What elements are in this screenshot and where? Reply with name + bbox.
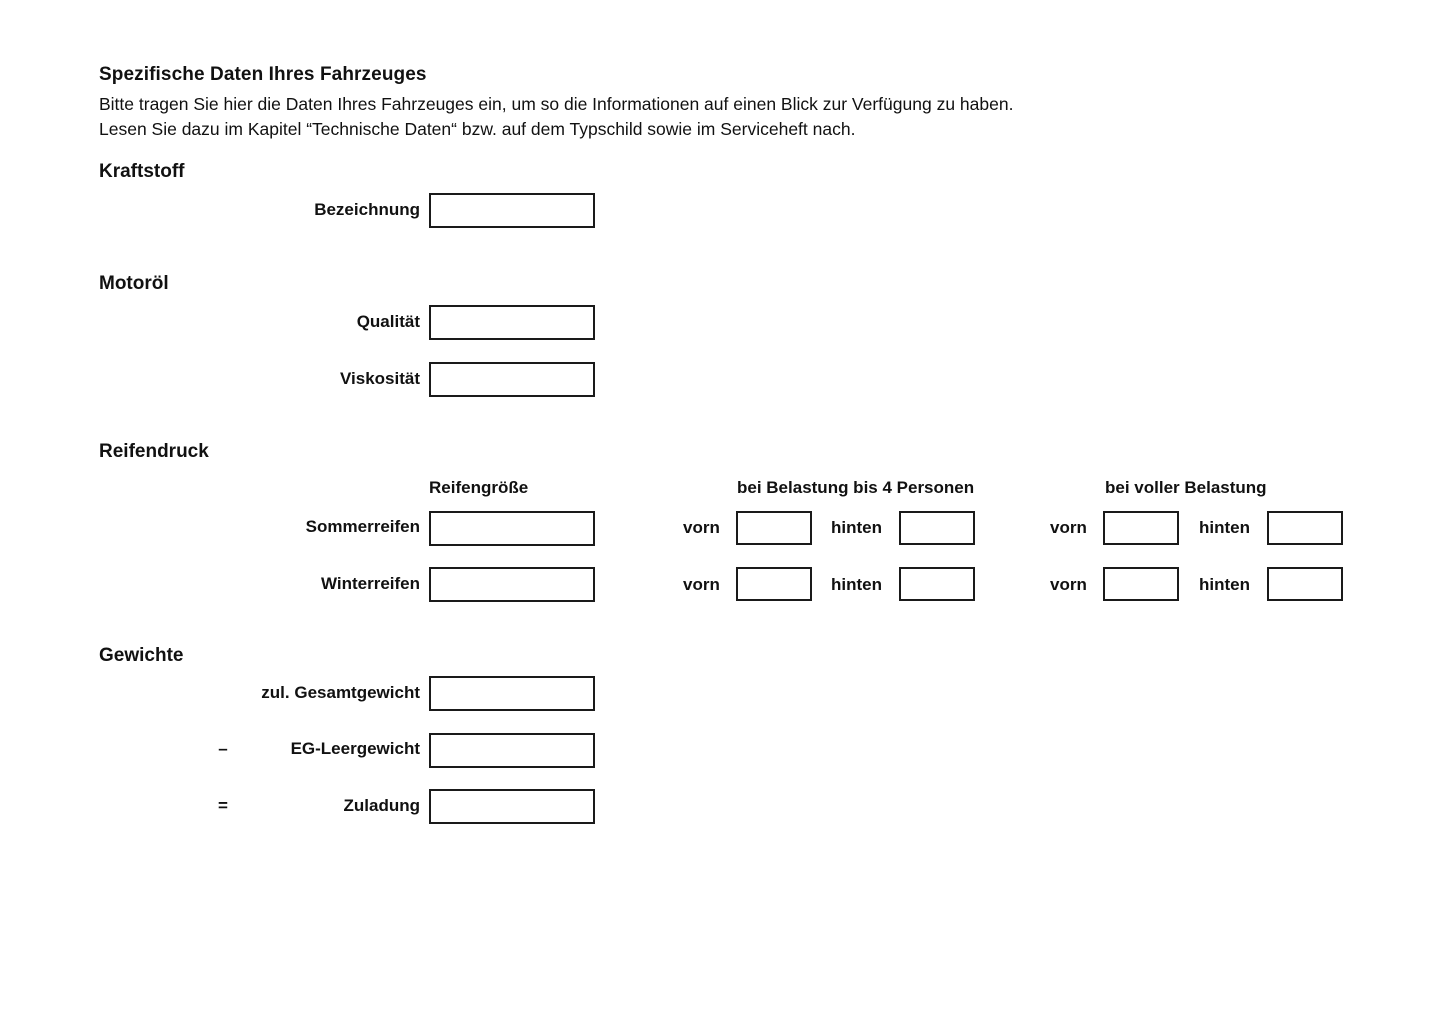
input-winterreifen-full-hinten[interactable] <box>1267 567 1343 601</box>
operator-equals: = <box>218 796 228 815</box>
input-sommerreifen-load4-vorn[interactable] <box>736 511 812 545</box>
input-winterreifen-groesse[interactable] <box>429 567 595 602</box>
section-heading-reifendruck: Reifendruck <box>99 441 209 462</box>
input-qualitaet[interactable] <box>429 305 595 340</box>
label-qualitaet: Qualität <box>356 312 420 331</box>
label-sommerreifen: Sommerreifen <box>305 517 420 536</box>
label-zul-gesamtgewicht: zul. Gesamtgewicht <box>261 683 420 702</box>
input-sommerreifen-full-hinten[interactable] <box>1267 511 1343 545</box>
operator-minus: – <box>218 739 228 758</box>
label-sommerreifen-load4-vorn: vorn <box>683 518 720 537</box>
section-heading-kraftstoff: Kraftstoff <box>99 161 185 182</box>
input-bezeichnung[interactable] <box>429 193 595 228</box>
label-bezeichnung: Bezeichnung <box>314 200 420 219</box>
input-winterreifen-load4-hinten[interactable] <box>899 567 975 601</box>
label-sommerreifen-full-vorn: vorn <box>1050 518 1087 537</box>
label-sommerreifen-full-hinten: hinten <box>1199 518 1250 537</box>
column-header-belastung-4-personen: bei Belastung bis 4 Personen <box>737 478 975 497</box>
label-winterreifen: Winterreifen <box>320 574 420 593</box>
column-header-volle-belastung: bei voller Belastung <box>1105 478 1267 497</box>
label-zuladung: Zuladung <box>343 796 420 815</box>
input-viskositaet[interactable] <box>429 362 595 397</box>
intro-line-2: Lesen Sie dazu im Kapitel “Technische Da… <box>99 119 856 139</box>
label-winterreifen-full-hinten: hinten <box>1199 575 1250 594</box>
label-sommerreifen-load4-hinten: hinten <box>831 518 882 537</box>
label-winterreifen-load4-vorn: vorn <box>683 575 720 594</box>
column-header-reifengroesse: Reifengröße <box>429 478 529 497</box>
input-zuladung[interactable] <box>429 789 595 824</box>
input-winterreifen-full-vorn[interactable] <box>1103 567 1179 601</box>
intro-paragraph: Bitte tragen Sie hier die Daten Ihres Fa… <box>99 92 1013 142</box>
intro-line-1: Bitte tragen Sie hier die Daten Ihres Fa… <box>99 94 1014 114</box>
input-sommerreifen-groesse[interactable] <box>429 511 595 546</box>
input-eg-leergewicht[interactable] <box>429 733 595 768</box>
label-eg-leergewicht: EG-Leergewicht <box>290 739 420 758</box>
input-sommerreifen-full-vorn[interactable] <box>1103 511 1179 545</box>
label-viskositaet: Viskosität <box>339 369 420 388</box>
label-winterreifen-full-vorn: vorn <box>1050 575 1087 594</box>
page-title: Spezifische Daten Ihres Fahrzeuges <box>99 64 427 85</box>
input-zul-gesamtgewicht[interactable] <box>429 676 595 711</box>
label-winterreifen-load4-hinten: hinten <box>831 575 882 594</box>
input-winterreifen-load4-vorn[interactable] <box>736 567 812 601</box>
input-sommerreifen-load4-hinten[interactable] <box>899 511 975 545</box>
section-heading-motoroel: Motoröl <box>99 273 169 294</box>
section-heading-gewichte: Gewichte <box>99 645 184 666</box>
